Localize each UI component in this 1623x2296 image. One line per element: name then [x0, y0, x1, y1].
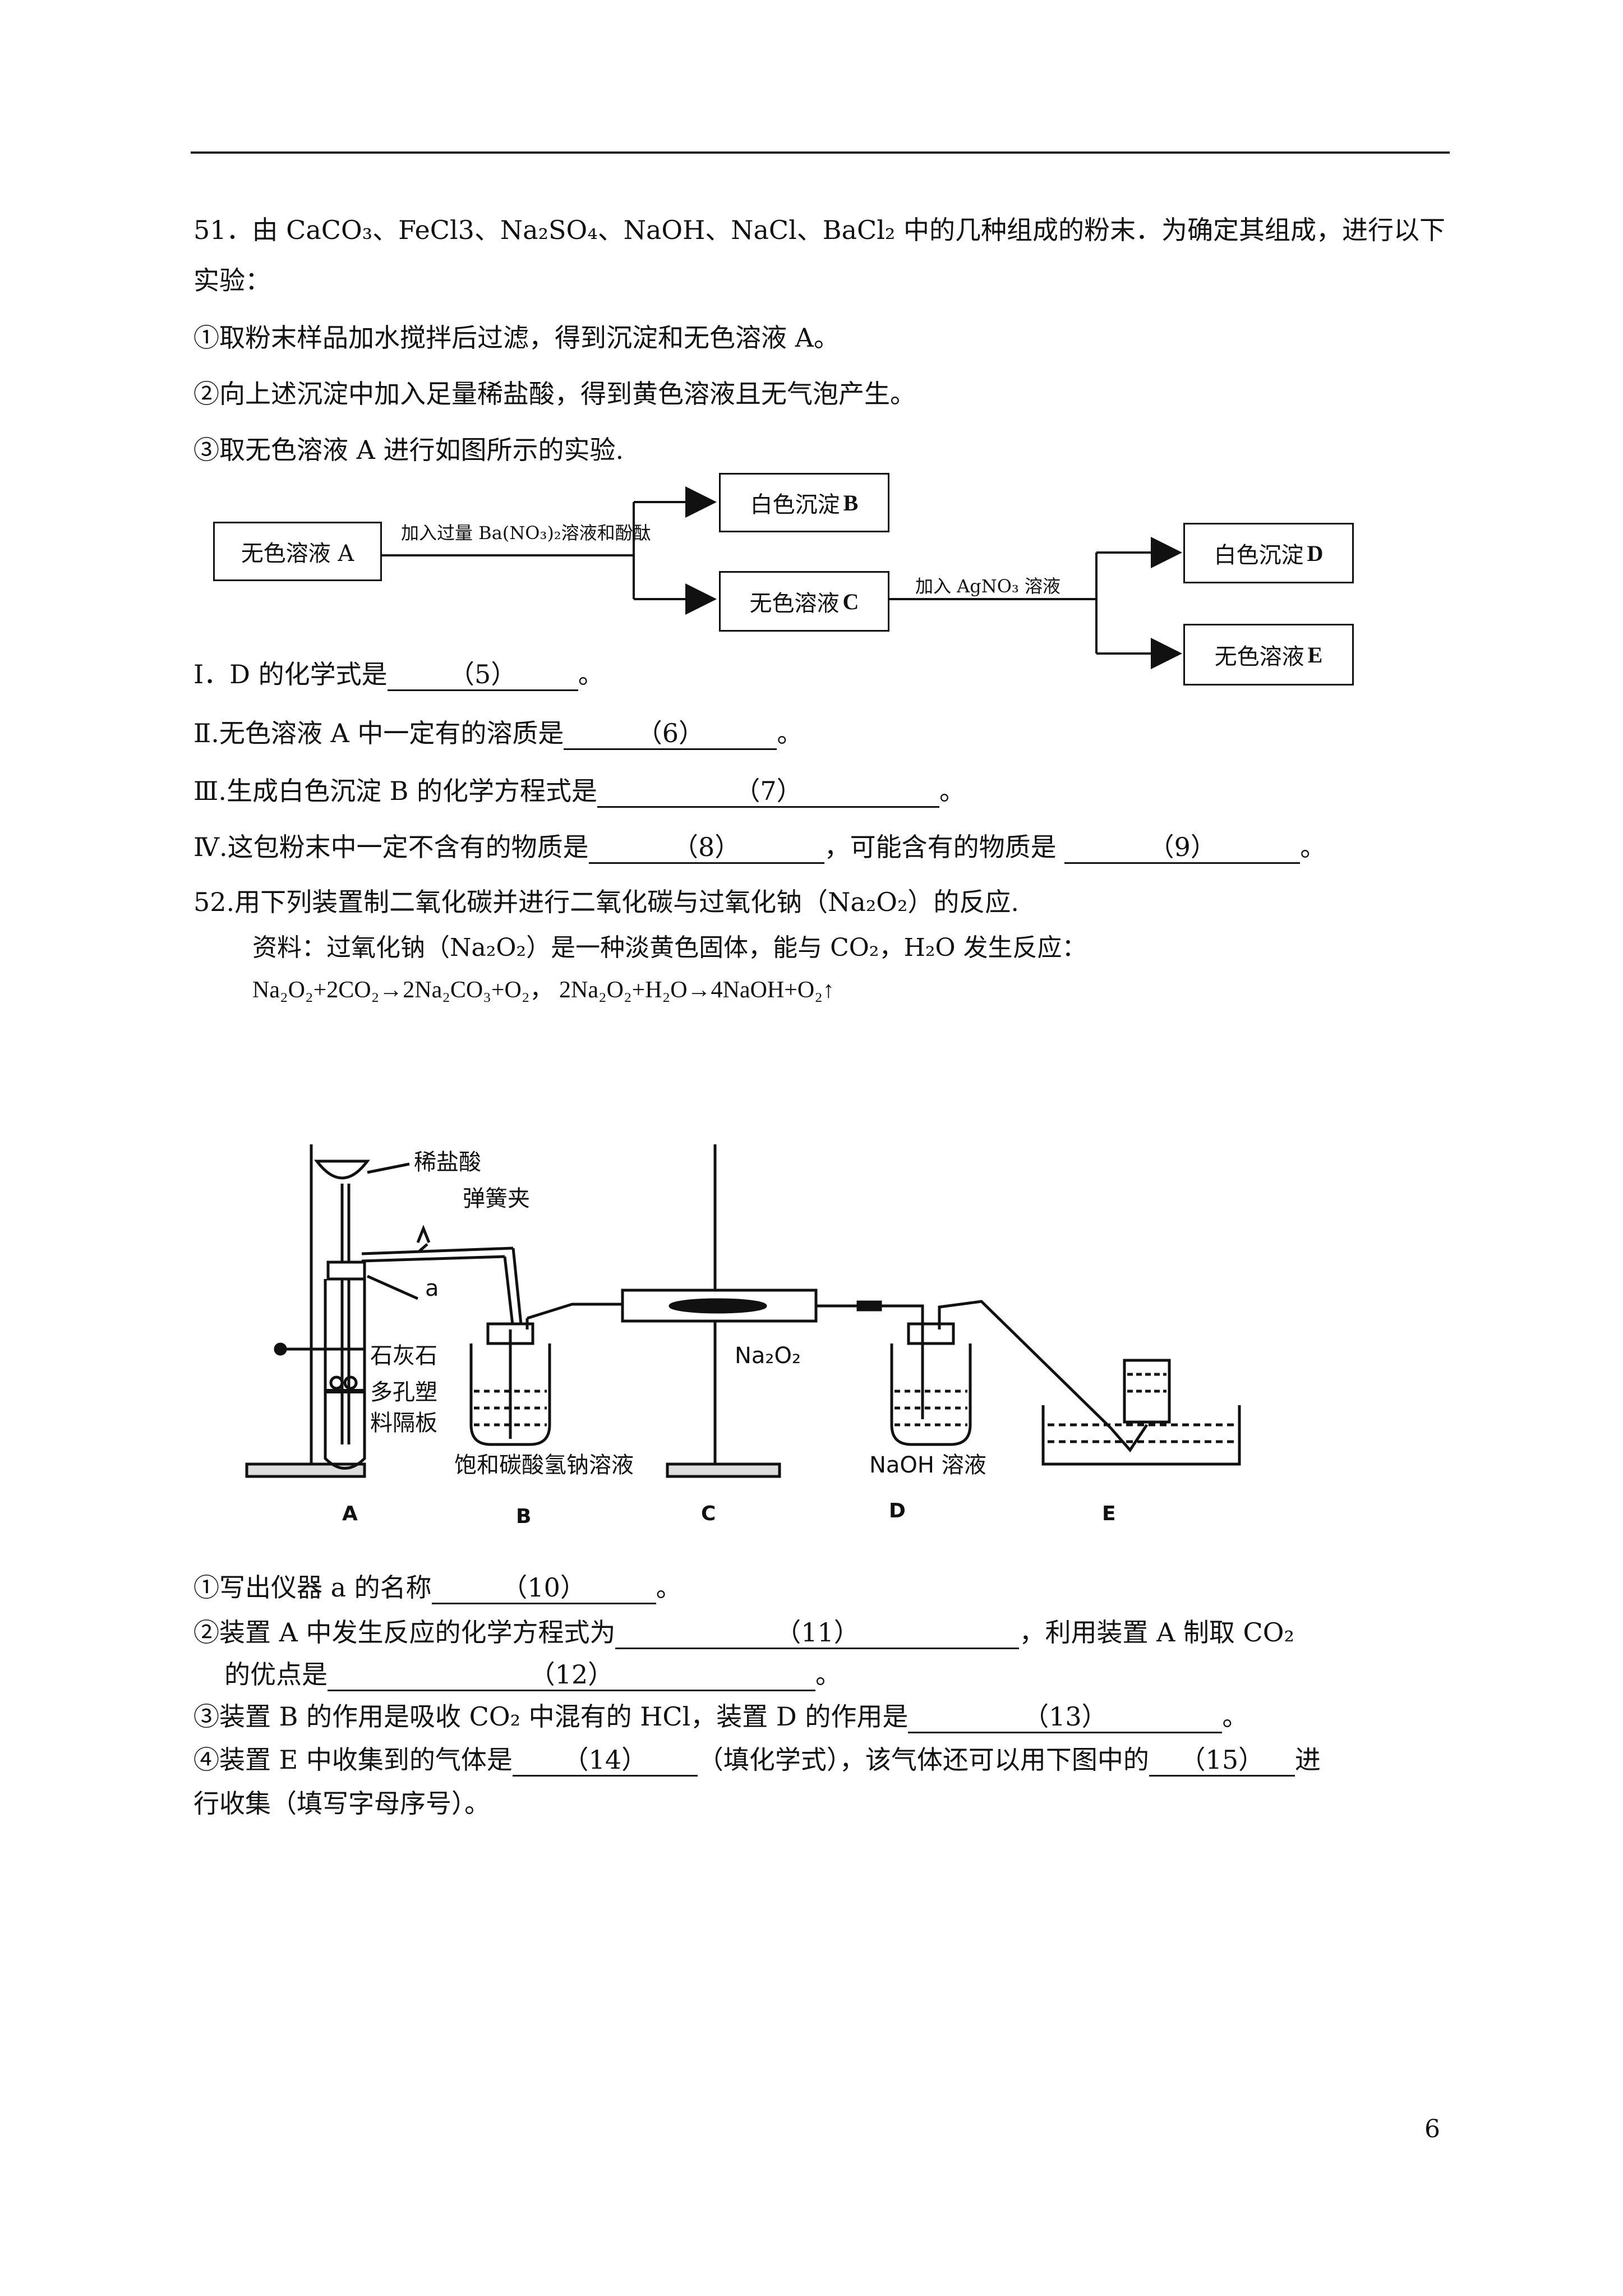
q51-II: Ⅱ.无色溶液 A 中一定有的溶质是（6）。	[193, 716, 803, 750]
label-plate1: 多孔塑	[370, 1379, 437, 1405]
blank-11[interactable]: （11）	[615, 1617, 1020, 1649]
q51-intro-line2: 实验：	[193, 265, 271, 296]
label-na2o2: Na₂O₂	[735, 1343, 801, 1369]
blank-15[interactable]: （15）	[1149, 1745, 1295, 1777]
blank-7[interactable]: （7）	[597, 776, 940, 808]
q51-step2: ②向上述沉淀中加入足量稀盐酸，得到黄色溶液且无气泡产生。	[193, 379, 916, 409]
blank-8[interactable]: （8）	[588, 832, 824, 864]
q51-intro-line1: 51．由 CaCO₃、FeCl3、Na₂SO₄、NaOH、NaCl、BaCl₂ …	[193, 215, 1445, 245]
q51-step3: ③取无色溶液 A 进行如图所示的实验.	[193, 435, 624, 465]
label-a: a	[425, 1276, 439, 1301]
label-clamp: 弹簧夹	[463, 1186, 530, 1212]
blank-14[interactable]: （14）	[512, 1745, 698, 1777]
q51-I: Ⅰ．D 的化学式是（5）。	[193, 657, 604, 691]
q52-s2b: 的优点是（12）。	[224, 1658, 841, 1691]
q52-s4: ④装置 E 中收集到的气体是（14）（填化学式），该气体还可以用下图中的（15）…	[193, 1743, 1321, 1777]
q52-equations: Na₂O₂+2CO₂→2Na₂CO₃+O₂， 2Na₂O₂+H₂O→4NaOH+…	[252, 977, 834, 1003]
blank-13[interactable]: （13）	[908, 1701, 1223, 1733]
q52-s1: ①写出仪器 a 的名称（10）。	[193, 1571, 682, 1604]
label-limestone: 石灰石	[370, 1343, 437, 1369]
blank-6[interactable]: （6）	[564, 718, 777, 750]
q51-IV: Ⅳ.这包粉末中一定不含有的物质是（8），可能含有的物质是 （9）。	[193, 830, 1326, 864]
blank-9[interactable]: （9）	[1064, 832, 1301, 864]
label-C: C	[701, 1502, 716, 1525]
q52-s4b: 行收集（填写字母序号）。	[193, 1788, 490, 1819]
flow-diagram-lines	[380, 486, 1182, 669]
label-nahco3: 饱和碳酸氢钠溶液	[454, 1452, 634, 1478]
flow-box-a: 无色溶液 A	[213, 522, 382, 581]
blank-10[interactable]: （10）	[431, 1572, 656, 1604]
q52-info: 资料：过氧化钠（Na₂O₂）是一种淡黄色固体，能与 CO₂，H₂O 发生反应：	[252, 933, 1087, 962]
q52-s3: ③装置 B 的作用是吸收 CO₂ 中混有的 HCl，装置 D 的作用是（13）。	[193, 1700, 1248, 1733]
q52-s2: ②装置 A 中发生反应的化学方程式为（11），利用装置 A 制取 CO₂	[193, 1616, 1294, 1649]
blank-12[interactable]: （12）	[328, 1659, 815, 1691]
q51-step1: ①取粉末样品加水搅拌后过滤，得到沉淀和无色溶液 A。	[193, 323, 840, 353]
label-plate2: 料隔板	[370, 1410, 437, 1436]
label-B: B	[516, 1505, 531, 1528]
q52-intro: 52.用下列装置制二氧化碳并进行二氧化碳与过氧化钠（Na₂O₂）的反应.	[193, 887, 1020, 917]
blank-5[interactable]: （5）	[387, 659, 578, 691]
label-A: A	[342, 1502, 358, 1525]
flow-label-1: 加入过量 Ba(NO₃)₂溶液和酚酞	[401, 522, 651, 544]
label-E: E	[1102, 1502, 1116, 1525]
label-hcl: 稀盐酸	[414, 1149, 481, 1175]
label-D: D	[889, 1499, 906, 1522]
q51-III: Ⅲ.生成白色沉淀 B 的化学方程式是（7）。	[193, 774, 965, 808]
page-number: 6	[1424, 2115, 1440, 2143]
flow-label-2: 加入 AgNO₃ 溶液	[915, 576, 1061, 597]
apparatus-diagram: 稀盐酸 弹簧夹 a 石灰石 多孔塑 料隔板 饱和碳酸氢钠溶液 Na₂O₂ NaO…	[245, 1144, 1241, 1528]
header-rule	[191, 151, 1450, 154]
label-naoh: NaOH 溶液	[869, 1452, 986, 1478]
